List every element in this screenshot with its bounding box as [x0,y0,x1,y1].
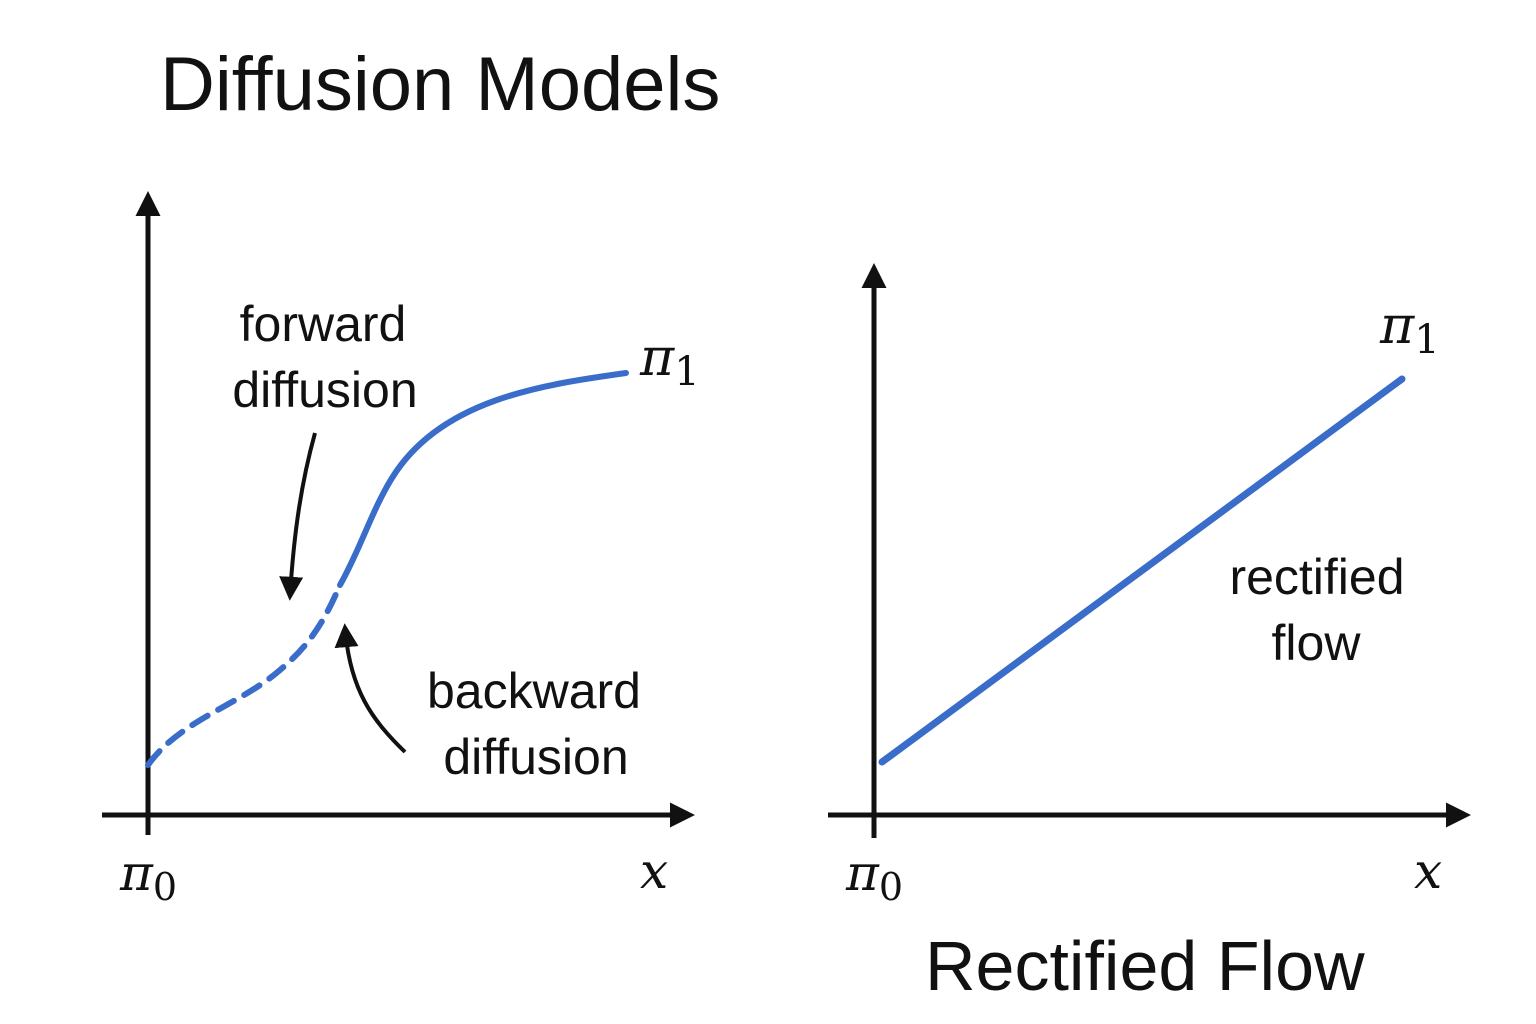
right-pi1-symbol: π [1379,296,1415,356]
right-pi1-label: π1 [1379,296,1440,363]
left-pi0-subscript: 0 [153,865,177,909]
backward-label-line1: backward [427,663,641,719]
forward-label-line1: forward [240,296,407,352]
flow-label-line2: flow [1272,615,1362,671]
left-pi1-subscript: 1 [674,349,699,395]
right-panel: rectified flow π0 π1 x [828,263,1471,909]
right-pi0-subscript: 0 [879,865,903,909]
backward-diffusion-curve [145,582,343,768]
right-pi0-symbol: π [845,844,880,902]
left-pi1-label: π1 [639,328,700,395]
diffusion-models-title: Diffusion Models [160,42,720,127]
left-pi0-label: π0 [119,844,177,909]
left-panel: forward diffusion backward diffusion π0 … [102,191,700,909]
forward-label-line2: diffusion [232,362,417,418]
rectified-flow-line [878,375,1406,766]
forward-arrow [279,432,317,601]
forward-diffusion-curve [337,370,629,588]
right-x-label: x [1414,842,1442,900]
right-pi1-subscript: 1 [1414,317,1439,363]
left-x-label: x [640,842,668,900]
left-pi1-symbol: π [639,328,675,388]
backward-arrow [334,623,407,754]
flow-label-line1: rectified [1229,549,1404,605]
backward-label-line2: diffusion [443,729,628,785]
left-pi0-symbol: π [119,844,154,902]
right-pi0-label: π0 [845,844,903,909]
rectified-flow-title: Rectified Flow [925,927,1365,1005]
